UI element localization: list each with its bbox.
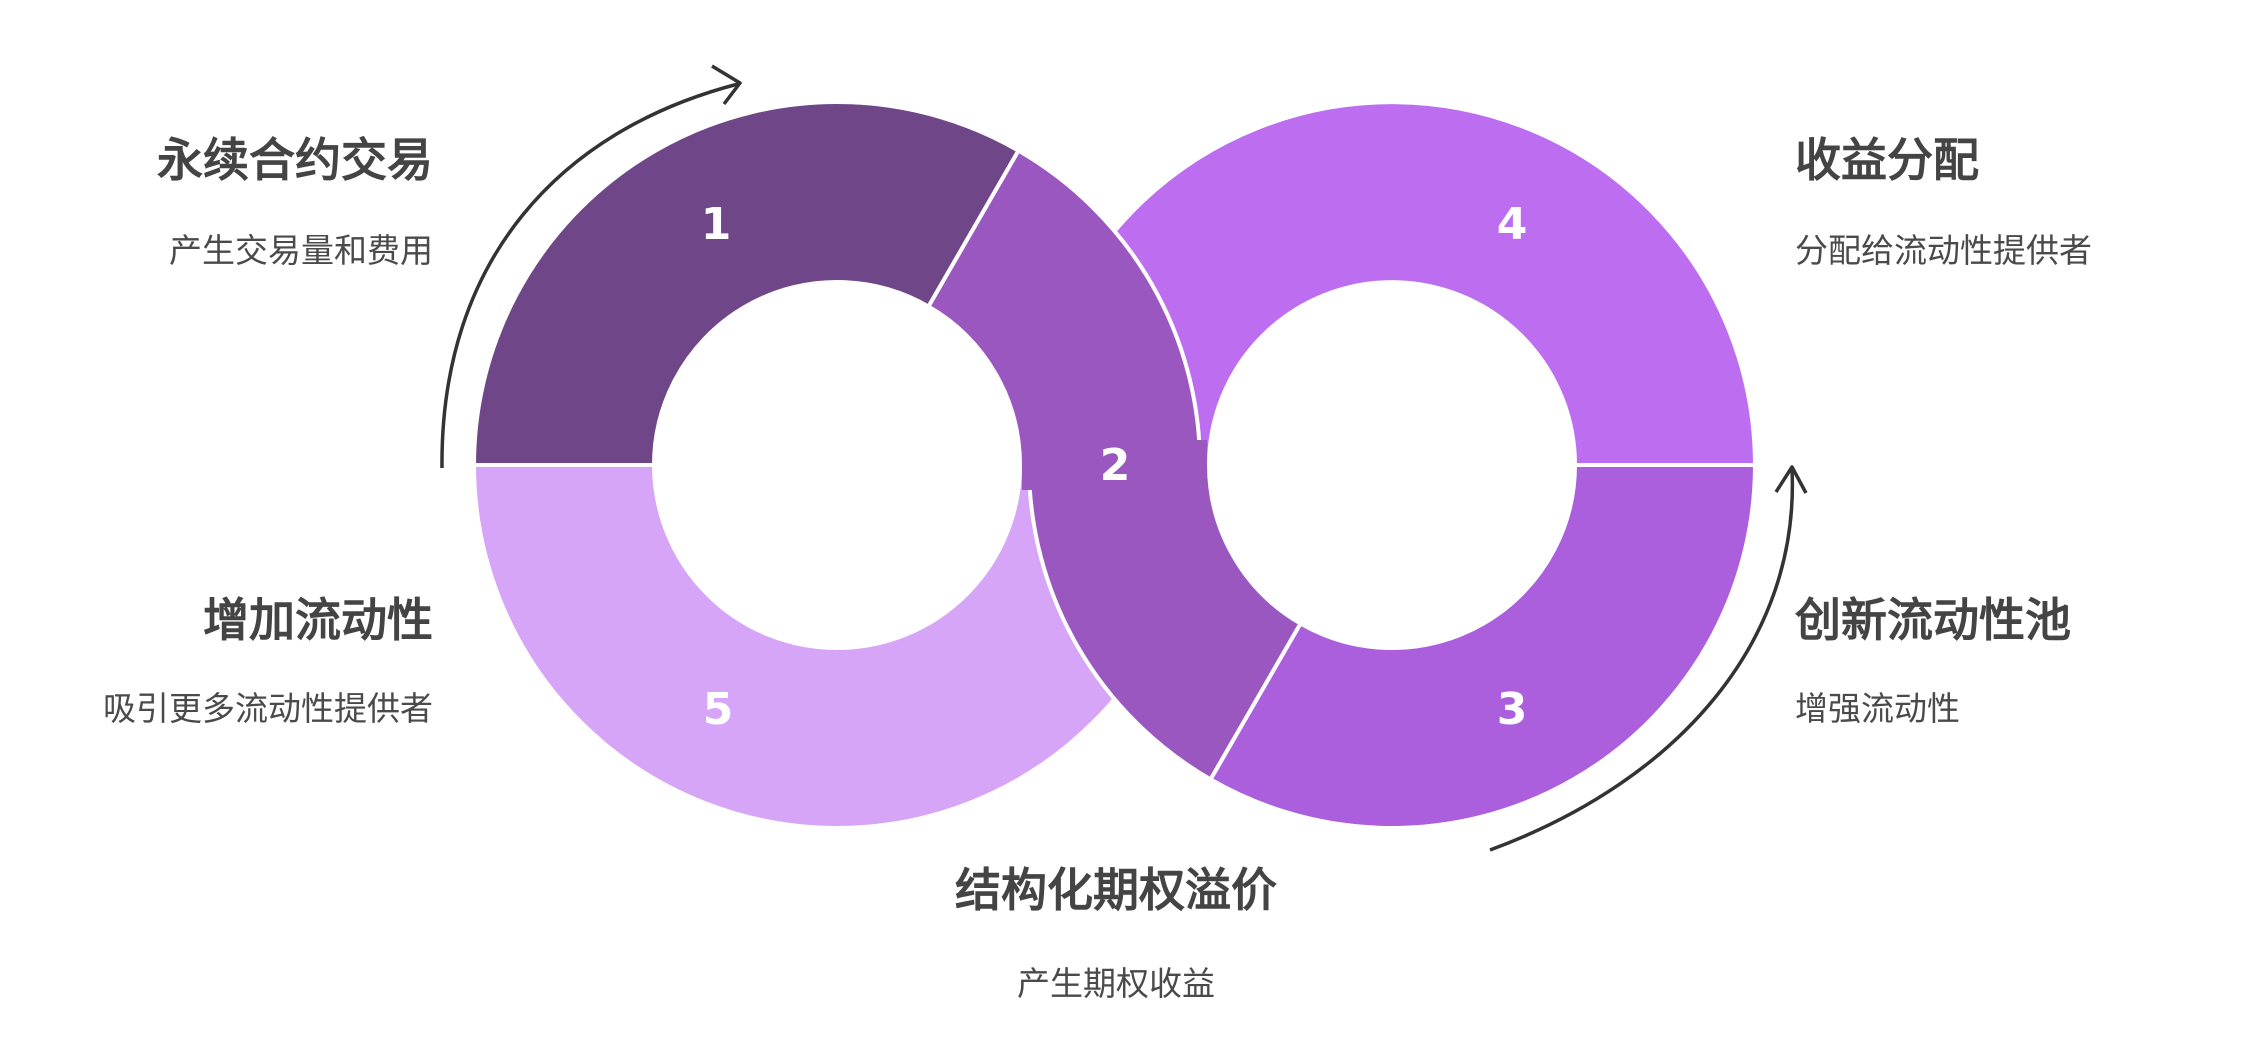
segment-1-subtitle: 产生交易量和费用 [169, 231, 433, 270]
right-arrow-arc [1489, 468, 1795, 852]
segment-4-arc [1027, 100, 1757, 467]
segment-2-title: 结构化期权溢价 [955, 863, 1277, 917]
segment-1-arc [472, 100, 1021, 467]
segment-5-title: 增加流动性 [203, 593, 433, 647]
segment-1-number: 1 [701, 199, 732, 250]
segment-2-subtitle: 产生期权收益 [1017, 964, 1215, 1003]
segment-5-arc [472, 463, 1202, 830]
right-arrowhead-icon [1774, 465, 1808, 494]
segment-3-number: 3 [1497, 684, 1528, 735]
left-cycle-arrow [440, 64, 742, 469]
segment-2-number: 2 [1100, 440, 1131, 491]
segment-1-title: 永续合约交易 [157, 133, 433, 187]
segment-3-subtitle: 增强流动性 [1795, 689, 1960, 728]
segment-5-number: 5 [703, 684, 734, 735]
segment-5-subtitle: 吸引更多流动性提供者 [103, 689, 433, 728]
segment-3-arc [1208, 463, 1757, 830]
segment-4-title: 收益分配 [1795, 133, 1979, 187]
segment-4-subtitle: 分配给流动性提供者 [1795, 231, 2092, 270]
segment-2-seam [1022, 440, 1207, 490]
left-arrowhead-icon [711, 64, 742, 106]
right-cycle-arrow [1489, 465, 1808, 852]
segment-4-number: 4 [1497, 199, 1528, 250]
left-arrow-arc [440, 82, 739, 469]
segment-3-title: 创新流动性池 [1795, 593, 2071, 647]
